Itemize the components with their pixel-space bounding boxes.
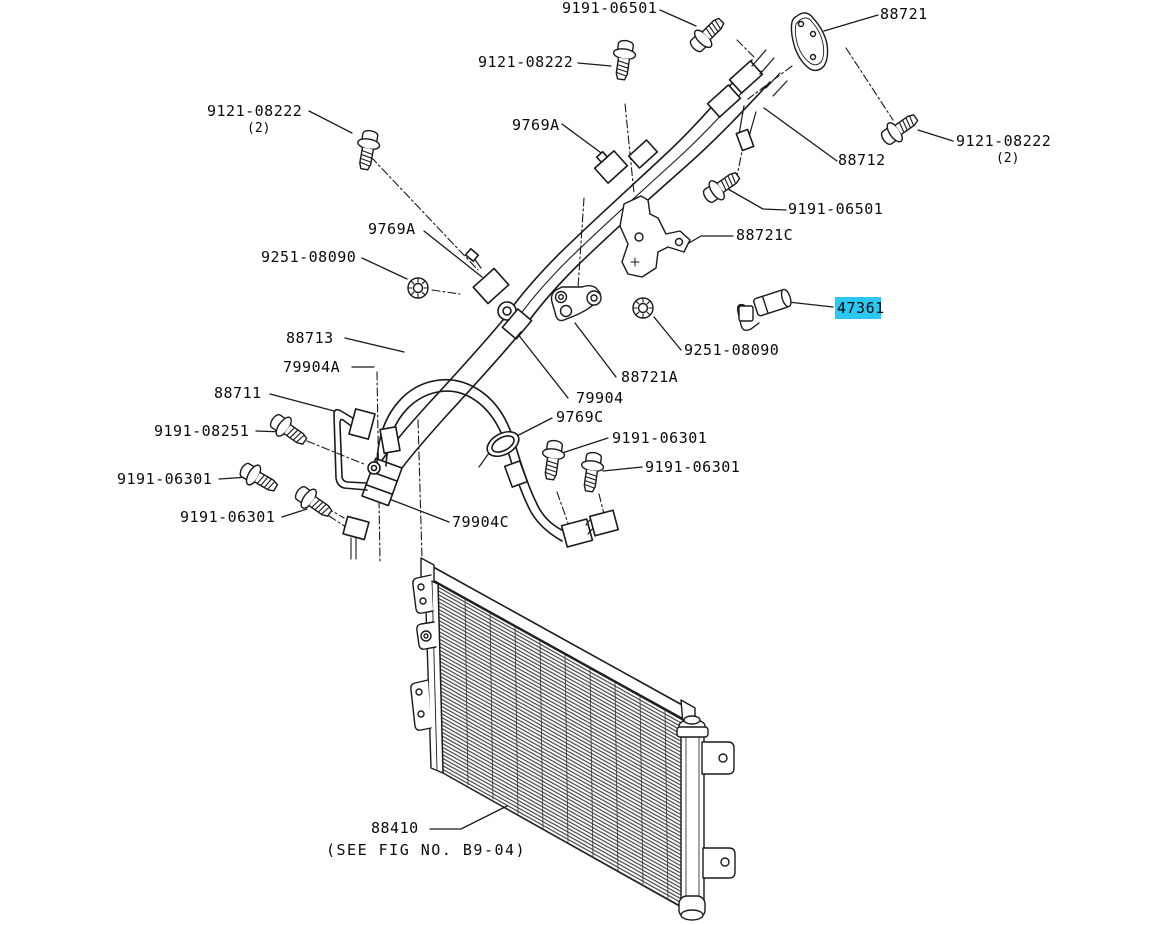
part-label-88721C[interactable]: 88721C [736, 226, 794, 244]
part-label-9769A-mid[interactable]: 9769A [368, 220, 416, 238]
clamp-9769C-icon [486, 430, 520, 458]
bolt-icon [876, 107, 923, 150]
leader-lines [218, 9, 954, 830]
bolt-icon [609, 38, 639, 82]
bolt-icon [265, 409, 312, 452]
part-label-79904[interactable]: 79904 [576, 389, 624, 407]
part-label-9251-08090-left[interactable]: 9251-08090 [261, 248, 357, 266]
part-label-79904C[interactable]: 79904C [452, 513, 510, 531]
bolt-icon [352, 128, 383, 172]
part-label-9121-08222-left[interactable]: 9121-08222(2) [207, 102, 303, 136]
part-label-88713[interactable]: 88713 [286, 329, 334, 347]
part-label-88721A[interactable]: 88721A [621, 368, 679, 386]
fig-note: (SEE FIG NO. B9-04) [326, 841, 527, 859]
clamp-9769A-icon [593, 150, 629, 184]
part-label-9251-08090-mid[interactable]: 9251-08090 [684, 341, 780, 359]
receiver-drier [676, 715, 736, 921]
part-label-47361[interactable]: 47361 [835, 297, 889, 319]
part-label-9191-06501-right[interactable]: 9191-06501 [788, 200, 884, 218]
part-label-9121-08222-right[interactable]: 9121-08222(2) [956, 132, 1052, 166]
part-label-9191-06301-d[interactable]: 9191-06301 [180, 508, 276, 526]
qty-badge: (2) [996, 151, 1020, 166]
part-label-88721[interactable]: 88721 [880, 5, 928, 23]
part-label-9769C[interactable]: 9769C [556, 408, 604, 426]
plate-88721 [790, 12, 829, 72]
part-label-9191-06301-a[interactable]: 9191-06301 [612, 429, 708, 447]
bolt-icon [577, 450, 607, 494]
part-label-9121-08222-top[interactable]: 9121-08222 [478, 53, 574, 71]
part-label-9191-06501-top[interactable]: 9191-06501 [562, 0, 658, 17]
condenser [410, 557, 736, 921]
bolt-icon [698, 165, 745, 208]
condenser-bracket-icon [410, 574, 437, 731]
bolt-icon [538, 438, 568, 482]
bracket-88721C [619, 195, 691, 278]
nut-icon [407, 277, 429, 299]
part-label-88410[interactable]: 88410 [371, 819, 419, 837]
part-label-88711[interactable]: 88711 [214, 384, 262, 402]
part-label-9191-06301-c[interactable]: 9191-06301 [117, 470, 213, 488]
nut-icon [632, 297, 654, 319]
bolt-icon [235, 458, 282, 498]
part-label-9769A-top[interactable]: 9769A [512, 116, 560, 134]
bolt-icon [685, 12, 730, 57]
part-label-88712[interactable]: 88712 [838, 151, 886, 169]
hose-assembly [333, 49, 788, 560]
part-label-9191-08251[interactable]: 9191-08251 [154, 422, 250, 440]
part-label-79904A[interactable]: 79904A [283, 358, 341, 376]
pipe-88711 [333, 408, 376, 491]
valve-47361 [736, 288, 792, 332]
clamp-9769A-icon [472, 267, 510, 305]
bracket-88721A [550, 285, 602, 322]
part-label-9191-06301-b[interactable]: 9191-06301 [645, 458, 741, 476]
qty-badge: (2) [247, 121, 271, 136]
